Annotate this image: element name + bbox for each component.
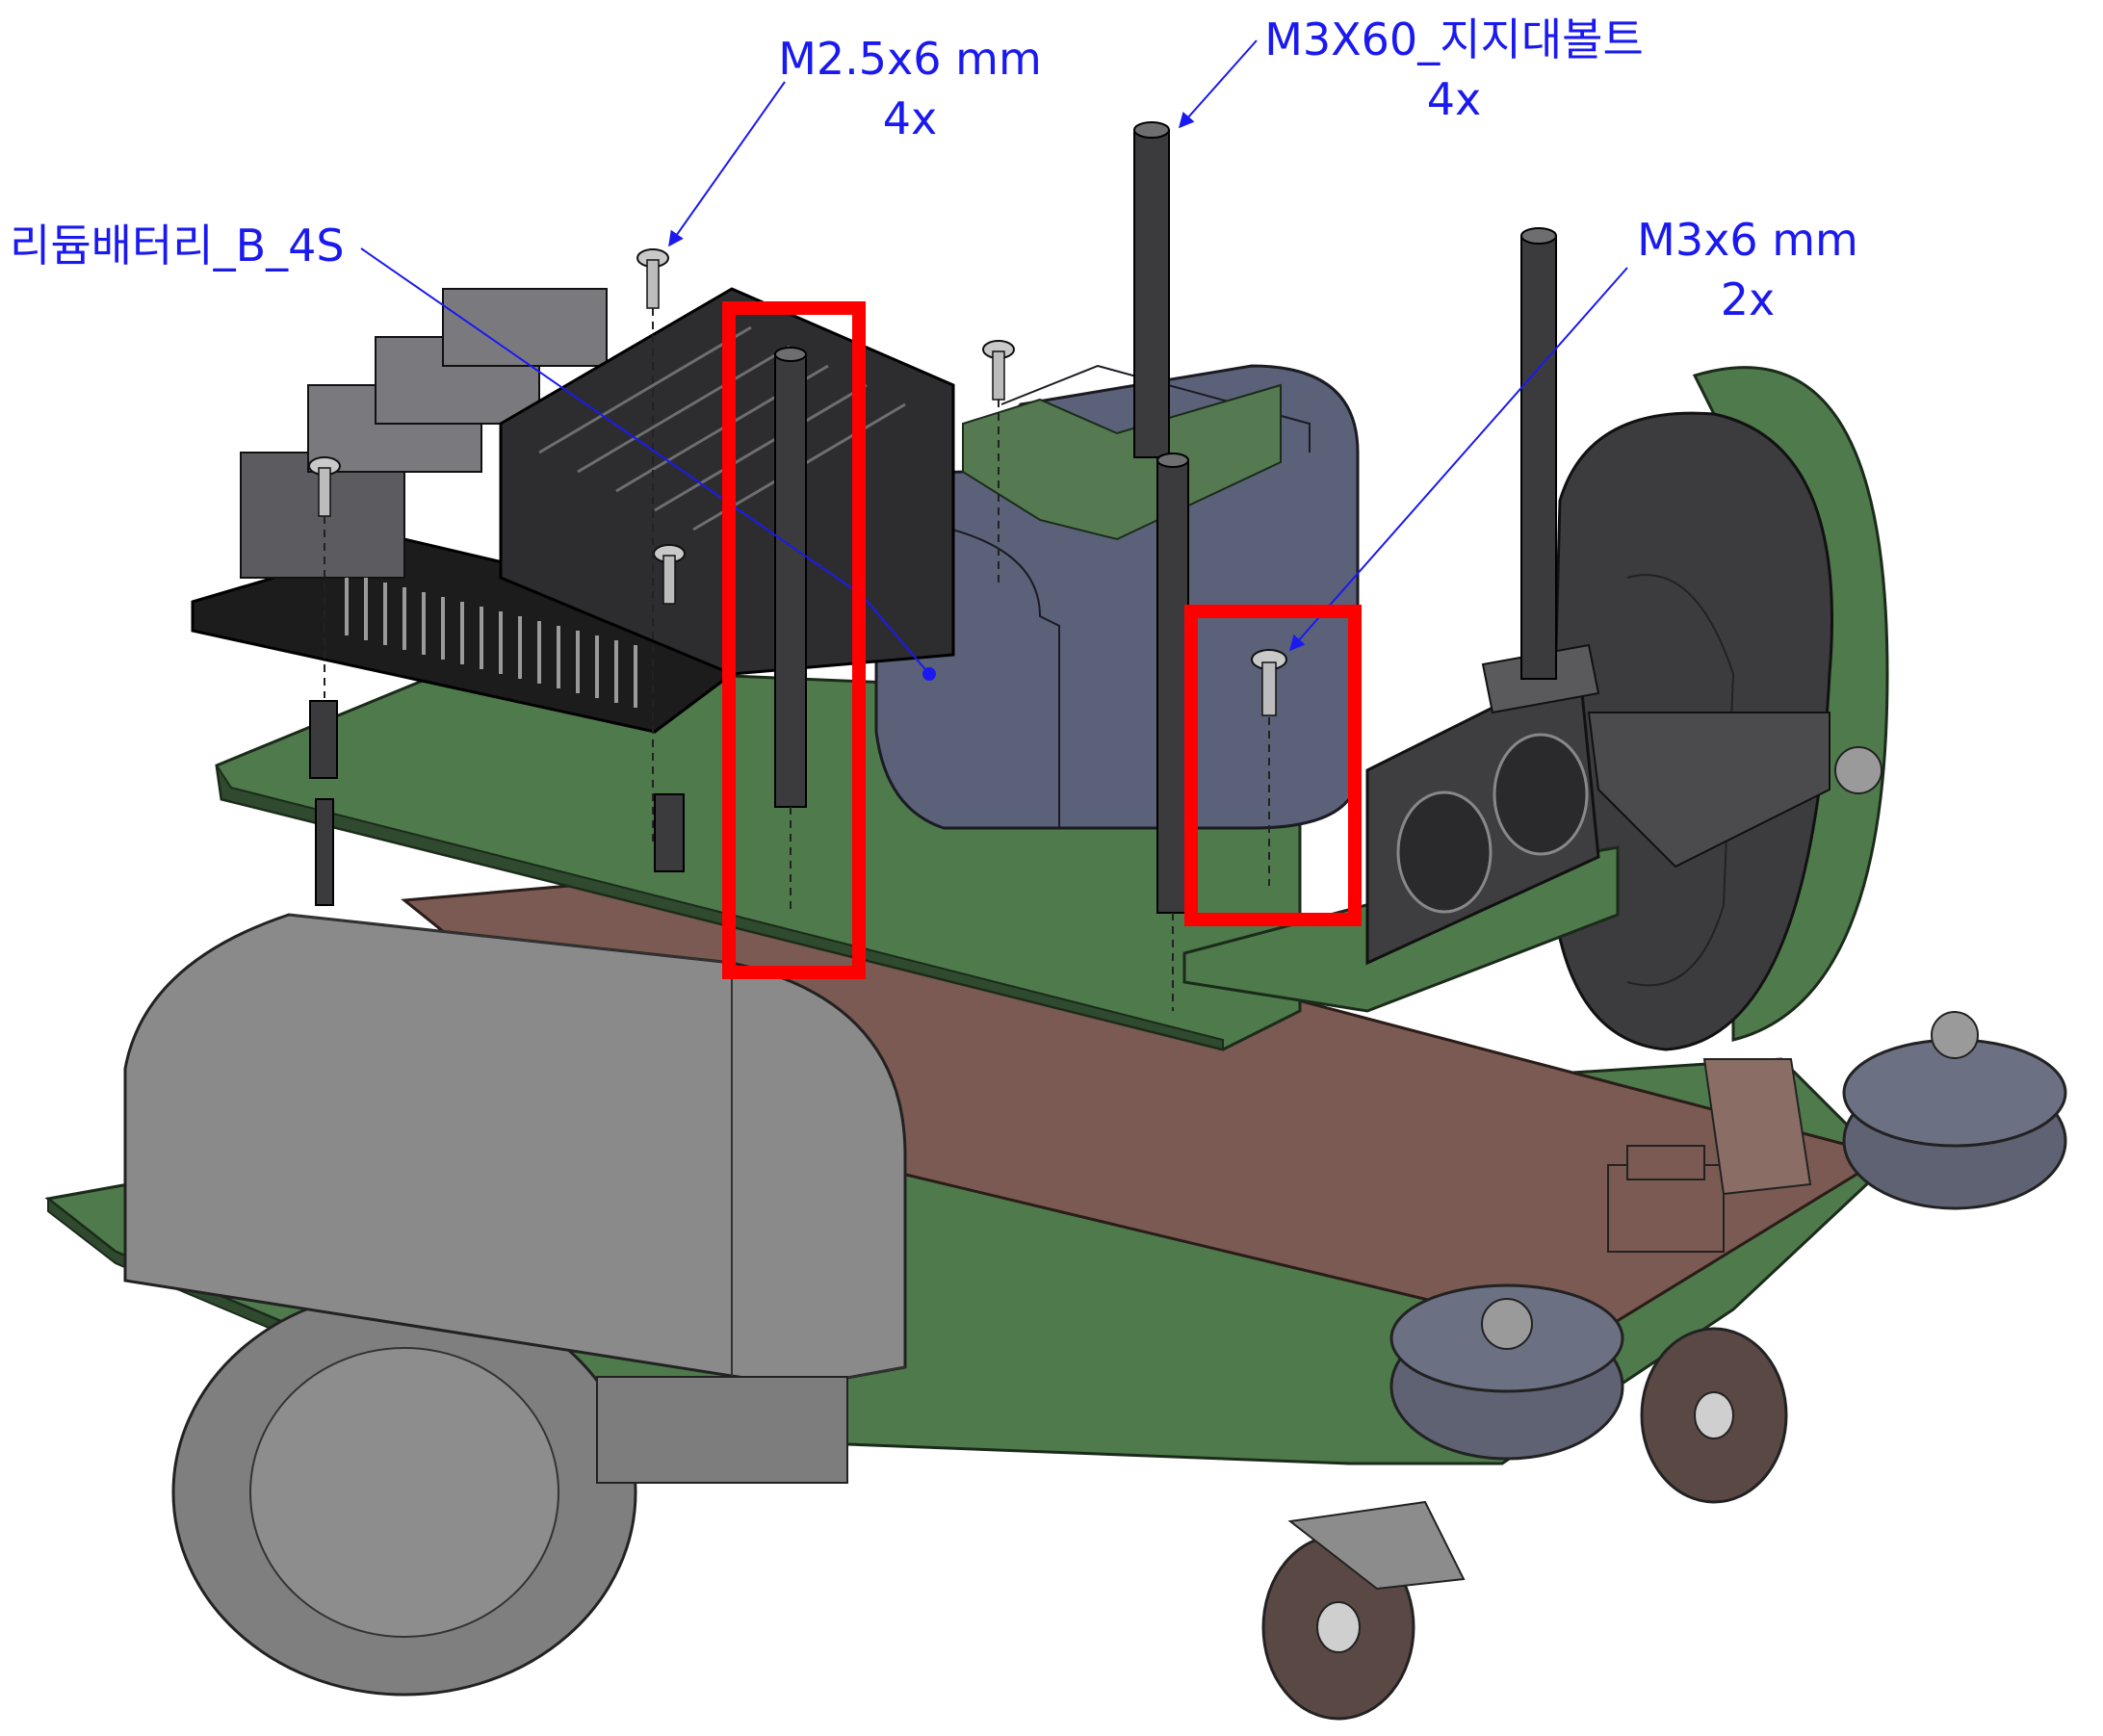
callout-battery: 리듐배터리_B_4S [10,216,366,275]
wheel-brace [1587,712,1830,868]
caster-wheel-front [1261,1500,1466,1721]
support-bolt-4 [1156,453,1189,914]
battery-leader-dot [922,667,936,681]
screw-m25-1 [636,248,669,309]
callout-m25: M2.5x6 mm 4x [775,29,1045,148]
support-bolt-1 [1133,121,1170,458]
support-bolt-2 [1520,227,1557,680]
ultrasonic-sensor [1365,643,1600,966]
screw-m25-3 [308,456,341,517]
bumper-roller-front [1389,1283,1624,1461]
caster-wheel-rear [1640,1327,1788,1504]
drive-wheel-right [1548,366,1889,1051]
callout-m25-qty: 4x [882,92,938,144]
leader-m25 [668,81,786,247]
standoff-board-2 [654,793,685,872]
power-switch [1607,1145,1725,1253]
screw-m25-2 [982,340,1015,401]
callout-m3x60-qty: 4x [1426,73,1482,125]
callout-m3x60: M3X60_지지대볼트 4x [1252,10,1656,129]
highlight-box-support-bolt [722,301,866,979]
battery-top-plate [962,383,1282,541]
standoff-board-1 [309,700,338,906]
leader-m3x60 [1178,39,1258,129]
callout-m3x6: M3x6 mm 2x [1632,210,1863,329]
callout-m3x6-label: M3x6 mm [1637,214,1858,266]
screw-m3-1 [1251,649,1287,716]
insertion-lines [324,308,1270,1011]
callout-m25-label: M2.5x6 mm [778,33,1042,85]
leader-m3x6 [1288,267,1628,652]
drive-wheel-left [171,1288,637,1697]
wheel-bracket [1702,1058,1812,1196]
highlight-box-m3-screw [1184,605,1362,926]
bumper-roller-rear [1842,1011,2067,1210]
callout-battery-label: 리듐배터리_B_4S [10,220,345,272]
callout-m3x60-label: M3X60_지지대볼트 [1264,13,1644,65]
support-bolt-3 [774,347,807,808]
callout-m3x6-qty: 2x [1720,273,1776,325]
compute-board [191,287,955,734]
